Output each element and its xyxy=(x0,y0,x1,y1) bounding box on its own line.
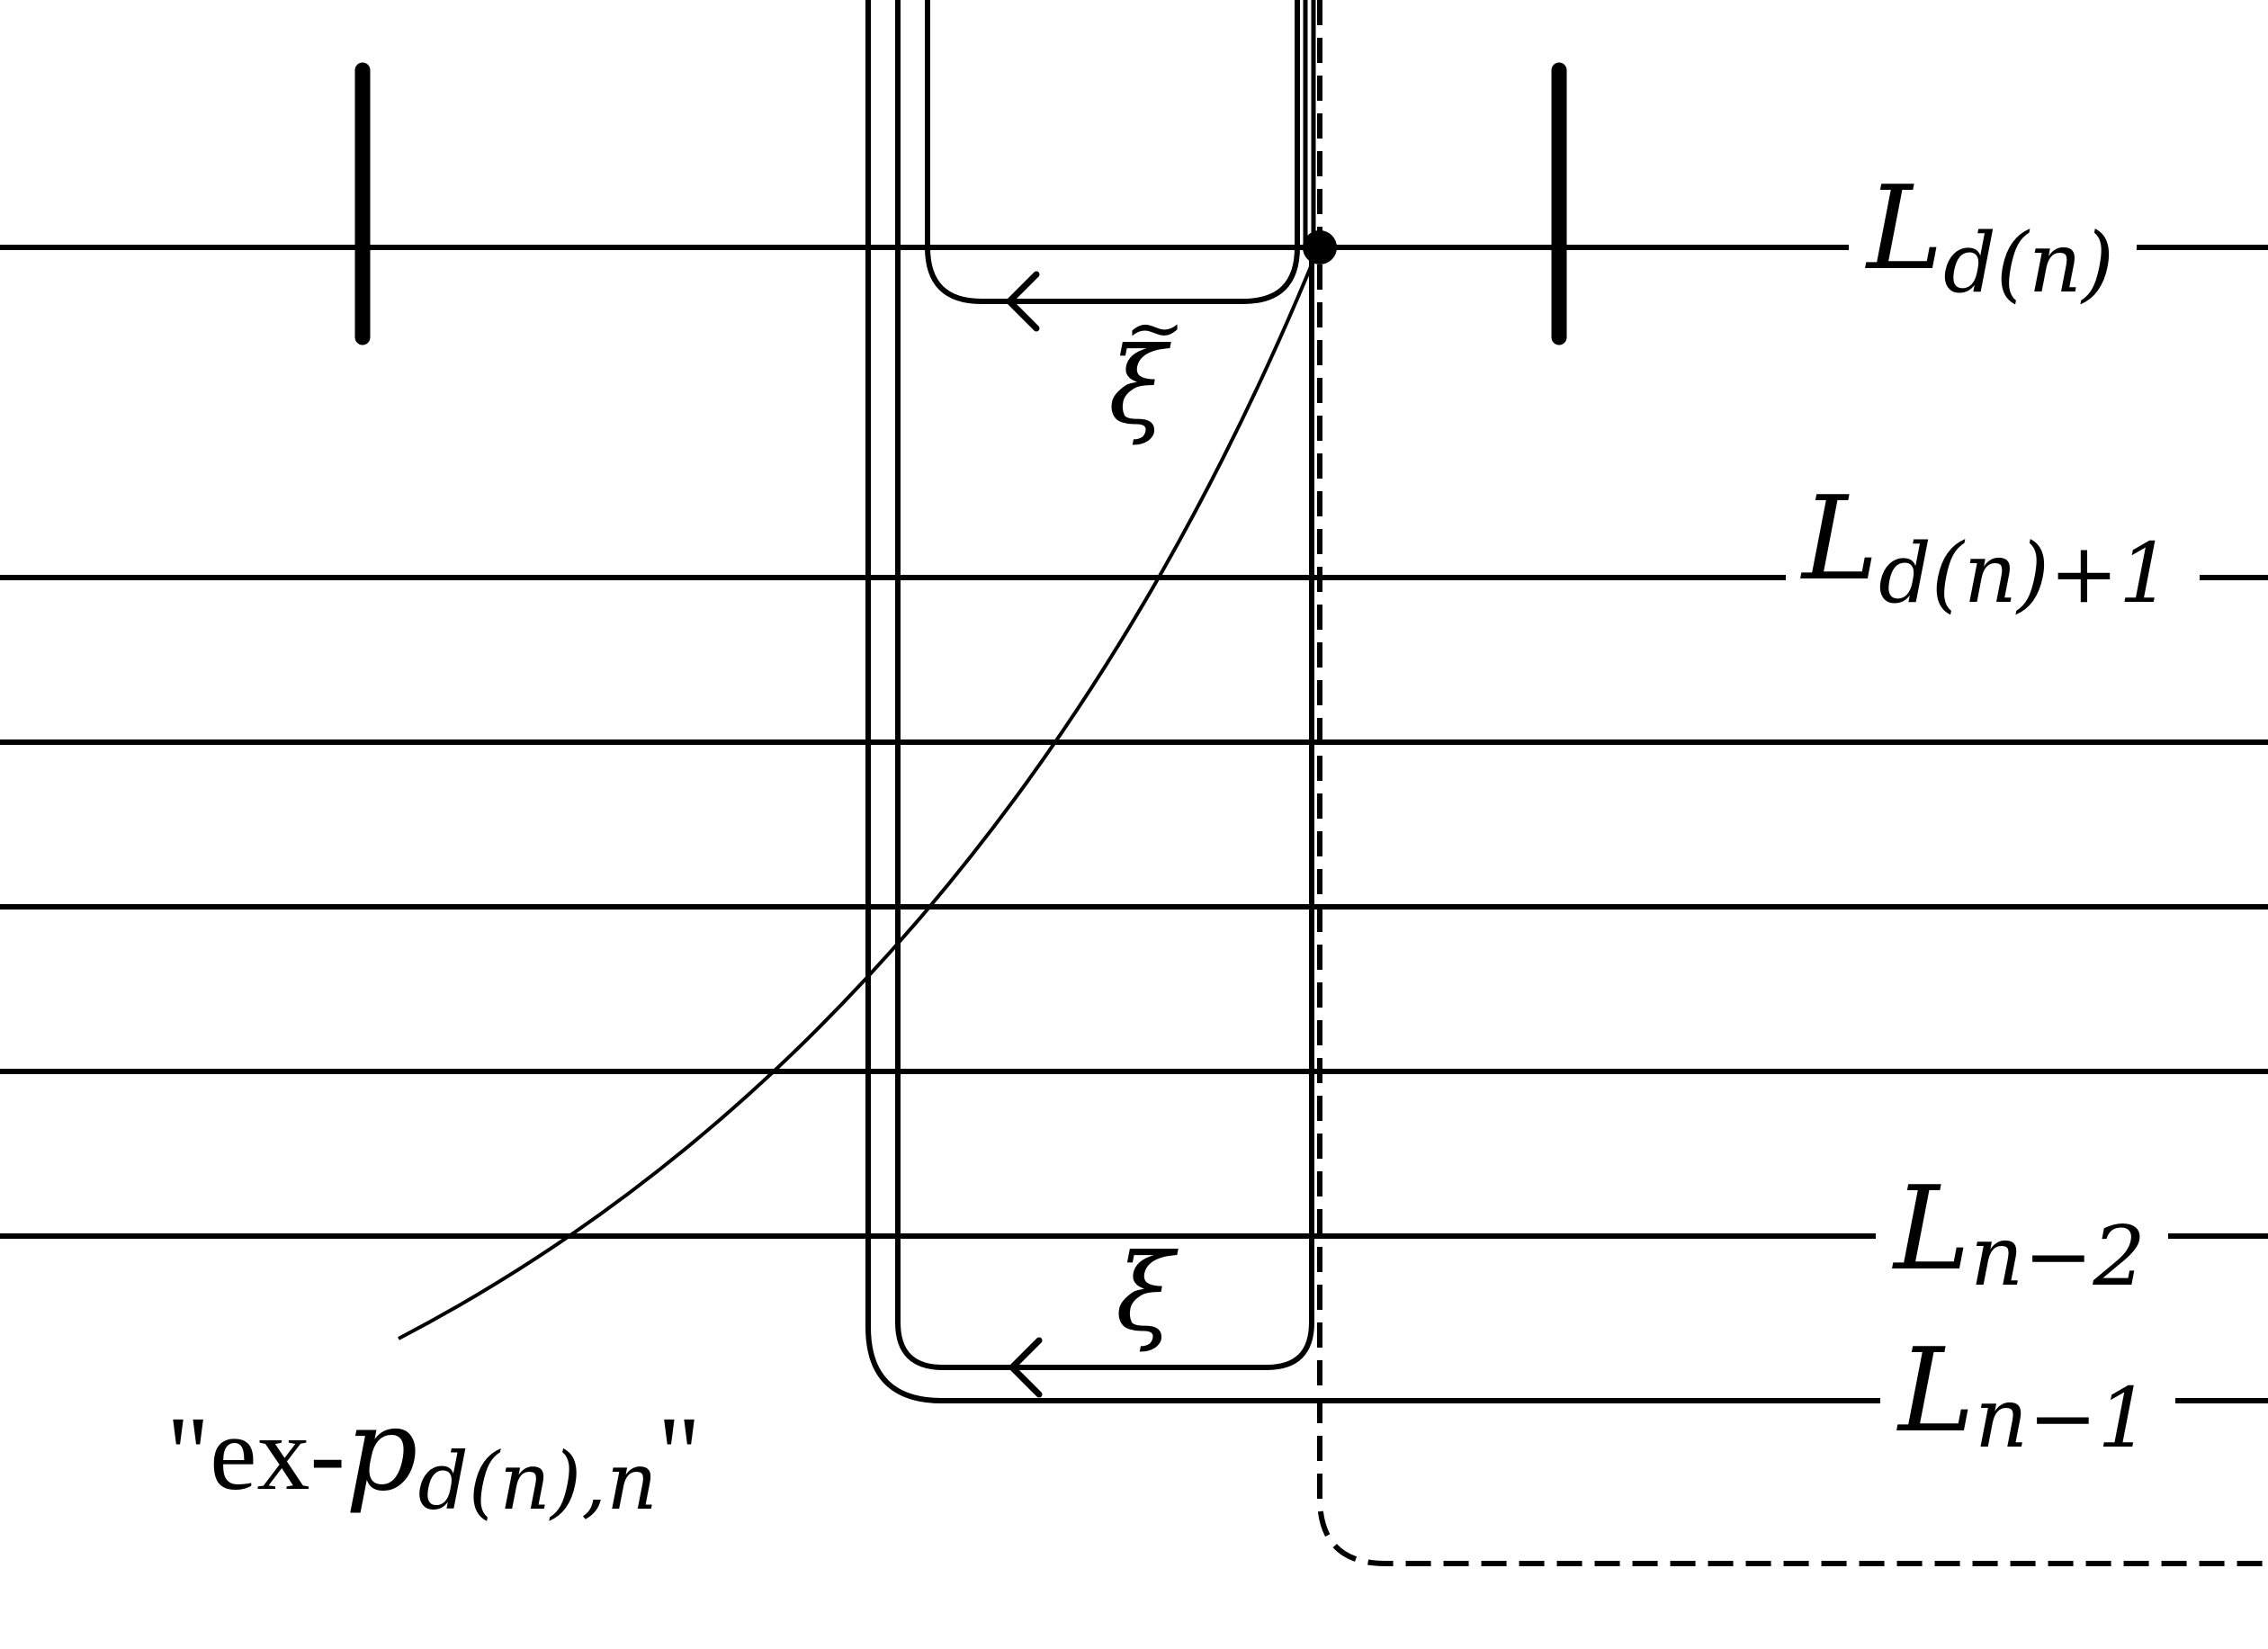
xi-loop xyxy=(895,0,1314,1370)
label-masks xyxy=(1788,166,2197,1466)
xi-arrow-icon xyxy=(1008,1337,1043,1398)
label-l-n-minus-2: Ln−2 xyxy=(1892,1162,2146,1304)
dashed-loop xyxy=(1317,0,2268,1566)
label-mask-l-n-minus-2 xyxy=(1878,1170,2165,1300)
outer-loop-l-n-minus-1 xyxy=(865,0,2268,1403)
horizontal-strands xyxy=(0,245,2268,1239)
label-mask-l-dn xyxy=(1851,166,2134,319)
label-mask-l-n-minus-1 xyxy=(1883,1336,2173,1466)
label-l-dn-plus-1: Ld(n)+1 xyxy=(1800,472,2172,622)
label-l-dn: Ld(n) xyxy=(1865,162,2114,311)
ex-p-curve xyxy=(398,253,1318,1340)
label-l-n-minus-1: Ln−1 xyxy=(1896,1324,2150,1466)
vertical-pair xyxy=(1303,0,1316,247)
label-mask-l-dn-plus-1 xyxy=(1788,481,2197,639)
orientation-arrows xyxy=(1006,271,1043,1398)
label-xi-tilde: ξ xyxy=(1108,324,1171,448)
xi-tilde-arrow-icon xyxy=(1006,271,1040,332)
thick-marks xyxy=(354,62,1567,345)
xi-tilde-loop xyxy=(925,0,1300,304)
label-ex-p: "ex-pd(n),n" xyxy=(166,1384,701,1528)
label-xi-tilde-mark: ~ xyxy=(1125,286,1185,370)
label-xi: ξ xyxy=(1116,1231,1179,1355)
base-point-dot xyxy=(1303,230,1337,264)
